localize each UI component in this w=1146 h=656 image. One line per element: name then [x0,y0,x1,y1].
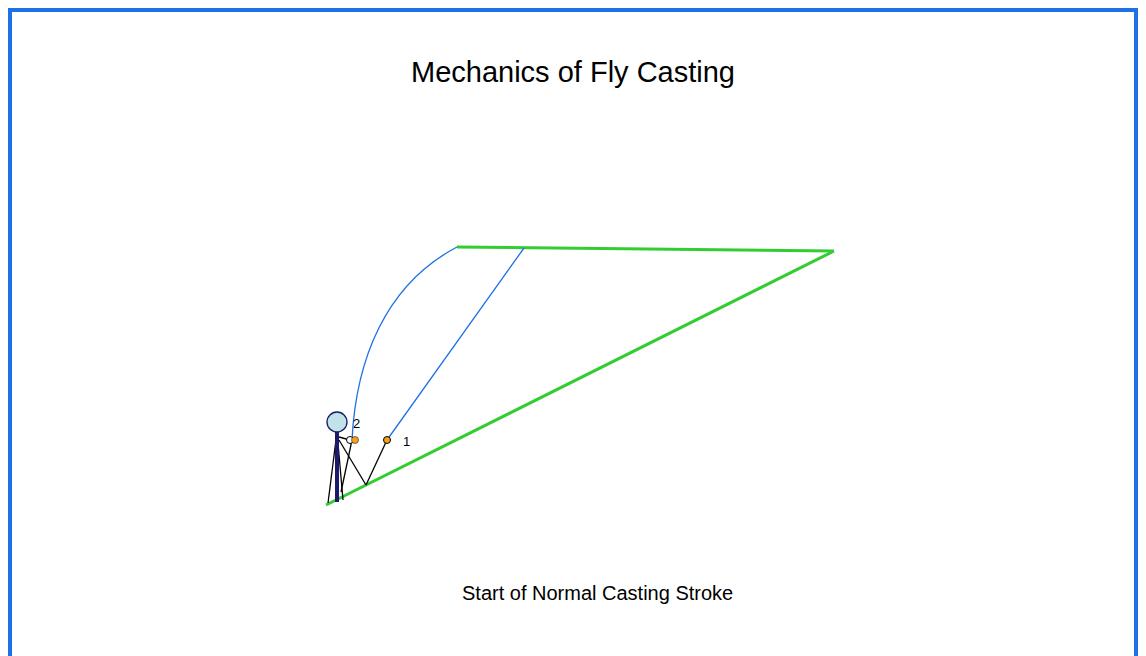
callout-number: 1 [403,434,410,449]
slide-title: Mechanics of Fly Casting [411,56,735,89]
caster-head [327,412,347,432]
slide-caption: Start of Normal Casting Stroke [462,582,733,605]
rod-position-2 [352,247,457,440]
rod-position-1 [387,248,524,440]
slide-border [8,8,1138,656]
line-path [457,247,834,251]
hand-point [352,437,359,444]
caster-figure [328,432,387,503]
callout-number: 2 [353,416,360,431]
hand-point [384,437,391,444]
line-path [326,251,834,505]
